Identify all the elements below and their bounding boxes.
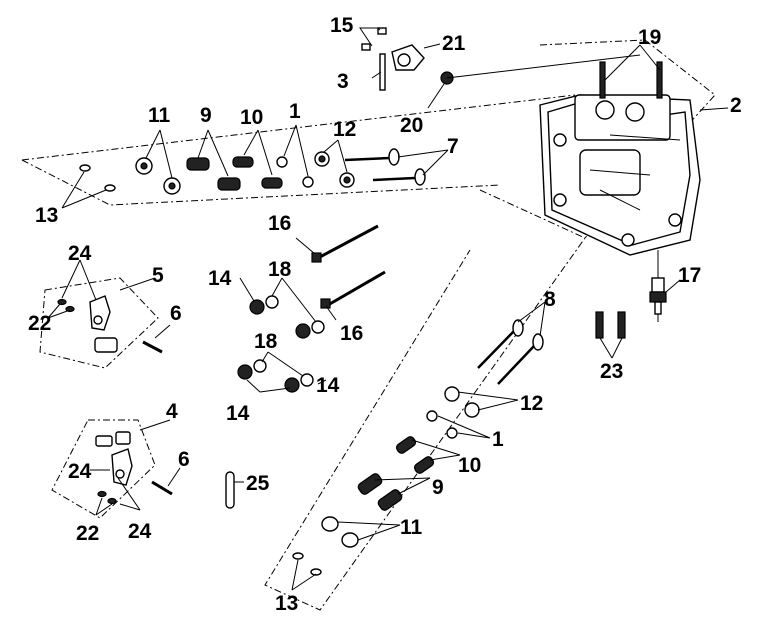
- dowel-pin: [225, 471, 235, 509]
- callout-12-lower: 12: [520, 392, 543, 415]
- rocker-arm-lower: [95, 431, 173, 505]
- callout-24-c: 24: [128, 520, 152, 543]
- callout-23: 23: [600, 360, 623, 383]
- callout-15: 15: [330, 14, 354, 37]
- callout-1-upper: 1: [289, 100, 301, 123]
- callout-9-lower: 9: [432, 476, 444, 499]
- leader-lines: [47, 27, 729, 591]
- callout-6-upper: 6: [170, 302, 182, 325]
- callout-9-upper: 9: [200, 104, 212, 127]
- callout-labels: 15 21 3 20 19 2 11 9 10 1 12 7 13 16 16 …: [28, 14, 742, 615]
- callout-13-upper: 13: [35, 204, 58, 227]
- callout-14-b: 14: [316, 374, 340, 397]
- callout-6-lower: 6: [178, 448, 190, 471]
- callout-7: 7: [447, 135, 459, 158]
- nuts-and-washers: [237, 295, 325, 393]
- callout-8: 8: [544, 288, 556, 311]
- callout-25: 25: [246, 472, 270, 495]
- callout-21: 21: [442, 32, 466, 55]
- callout-19: 19: [638, 26, 661, 49]
- callout-13-lower: 13: [275, 592, 298, 615]
- callout-18-a: 18: [268, 258, 292, 281]
- callout-11-upper: 11: [148, 104, 171, 127]
- callout-1-lower: 1: [492, 428, 504, 451]
- rocker-arm-panel-upper: [39, 277, 159, 369]
- callout-14-c: 14: [226, 402, 250, 425]
- callout-16-lower: 16: [340, 322, 363, 345]
- callout-18-b: 18: [254, 330, 278, 353]
- callout-17: 17: [678, 264, 701, 287]
- thermostat-housing: [361, 27, 454, 91]
- callout-10-lower: 10: [458, 454, 481, 477]
- callout-20: 20: [400, 114, 423, 137]
- callout-4: 4: [166, 400, 178, 423]
- callout-22-lower: 22: [76, 522, 99, 545]
- lower-valve-parts: [292, 319, 544, 576]
- callout-14-a: 14: [208, 267, 232, 290]
- long-bolts: [311, 224, 386, 309]
- callout-22-upper: 22: [28, 312, 51, 335]
- spark-plug: [649, 250, 667, 322]
- callout-3: 3: [337, 70, 349, 93]
- callout-2: 2: [730, 94, 742, 117]
- callout-10-upper: 10: [240, 106, 263, 129]
- upper-left-valve-panel: [21, 94, 576, 206]
- cylinder-head: [539, 61, 701, 256]
- callout-5: 5: [152, 264, 164, 287]
- callout-12-upper: 12: [333, 118, 356, 141]
- upper-valve-parts: [79, 148, 426, 195]
- rocker-arm-upper: [57, 295, 163, 354]
- callout-11-lower: 11: [400, 516, 423, 539]
- callout-16-upper: 16: [268, 212, 291, 235]
- callout-24-upper: 24: [68, 242, 92, 265]
- callout-24-b: 24: [68, 460, 92, 483]
- head-studs: [595, 311, 626, 339]
